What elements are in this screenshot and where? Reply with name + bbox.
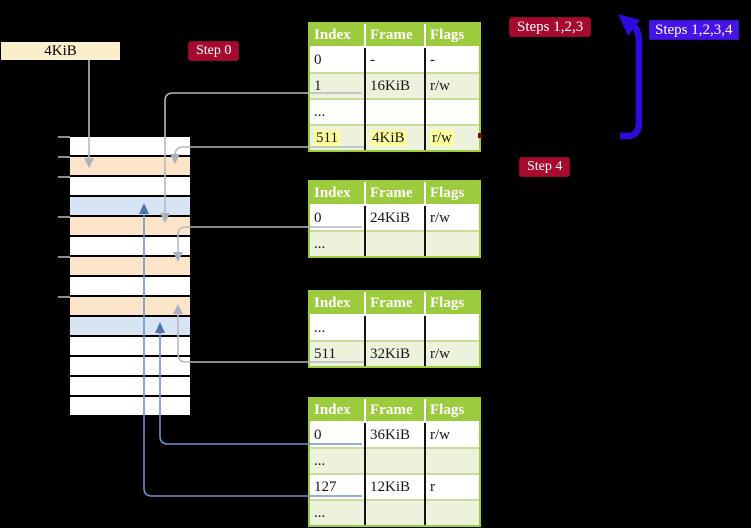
col-header-flags: Flags: [424, 399, 479, 423]
col-header-flags: Flags: [424, 182, 479, 206]
memory-row-7: [70, 257, 190, 277]
col-header-frame: Frame: [364, 182, 425, 206]
cell-flags: r/w: [424, 422, 479, 448]
cell-index: 511: [310, 340, 365, 366]
table-header-row: Index Frame Flags: [310, 24, 479, 48]
cell-index: ...: [310, 315, 365, 341]
tick-mark: [58, 296, 70, 298]
highlighted-value: 511: [314, 129, 340, 146]
memory-row-9: [70, 297, 190, 317]
memory-row-10: [70, 317, 190, 337]
memory-row-4: [70, 197, 190, 217]
cell-frame: [364, 499, 425, 525]
memory-row-13: [70, 377, 190, 397]
tick-mark: [58, 176, 70, 178]
cell-index: 0: [310, 422, 365, 448]
memory-row-8: [70, 277, 190, 297]
cell-flags: -: [424, 47, 479, 73]
col-header-frame: Frame: [364, 399, 425, 423]
cell-frame: [364, 230, 425, 256]
page-table-3: Index Frame Flags ... 511 32KiB r/w: [308, 290, 481, 368]
memory-row-2: [70, 157, 190, 177]
cell-frame: [364, 447, 425, 474]
table-2-row-0: 0 24KiB r/w: [310, 205, 479, 231]
table-header-row: Index Frame Flags: [310, 182, 479, 206]
table-1-row-1: 1 16KiB r/w: [310, 72, 479, 99]
cell-flags: [424, 230, 479, 256]
cell-flags: [424, 98, 479, 125]
memory-row-12: [70, 357, 190, 377]
cell-index: 0: [310, 47, 365, 73]
memory-row-11: [70, 337, 190, 357]
table-4-row-ellipsis-2: ...: [310, 499, 479, 525]
memory-strip: [70, 137, 190, 417]
step-4-badge: Step 4: [519, 157, 571, 177]
table-header-row: Index Frame Flags: [310, 399, 479, 423]
col-header-index: Index: [310, 182, 365, 206]
steps-123-badge: Steps 1,2,3: [509, 17, 592, 37]
cell-flags: r/w: [424, 205, 479, 231]
table-1-row-511: 511 4KiB r/w: [310, 124, 479, 150]
cell-index: 127: [310, 473, 365, 500]
col-header-frame: Frame: [364, 292, 425, 316]
col-header-flags: Flags: [424, 292, 479, 316]
table-3-row-511: 511 32KiB r/w: [310, 340, 479, 366]
steps-1234-badge: Steps 1,2,3,4: [649, 20, 739, 40]
loop-arrow: [620, 20, 643, 140]
memory-row-5: [70, 217, 190, 237]
table-2-row-ellipsis: ...: [310, 230, 479, 256]
page-table-1: Index Frame Flags 0 - - 1 16KiB r/w ...: [308, 22, 481, 152]
cell-index: 511: [310, 124, 365, 150]
cell-flags: r: [424, 473, 479, 500]
cell-flags: [424, 499, 479, 525]
table-header-row: Index Frame Flags: [310, 292, 479, 316]
table-1-row-0: 0 - -: [310, 47, 479, 73]
memory-row-1: [70, 137, 190, 157]
page-table-4: Index Frame Flags 0 36KiB r/w ... 127 12…: [308, 397, 481, 527]
cell-frame: [364, 98, 425, 125]
memory-row-14: [70, 397, 190, 417]
loop-arrowhead: [618, 14, 640, 36]
cell-frame: -: [364, 47, 425, 73]
table-4-row-0: 0 36KiB r/w: [310, 422, 479, 448]
cell-flags: r/w: [424, 124, 479, 150]
page-table-2: Index Frame Flags 0 24KiB r/w ...: [308, 180, 481, 258]
frame-size-label: 4KiB: [1, 42, 120, 60]
table-1-row-ellipsis: ...: [310, 98, 479, 125]
cell-flags: [424, 315, 479, 341]
col-header-index: Index: [310, 399, 365, 423]
col-header-index: Index: [310, 24, 365, 48]
tick-mark: [58, 136, 70, 138]
memory-row-6: [70, 237, 190, 257]
cell-frame: 4KiB: [364, 124, 425, 150]
cell-flags: [424, 447, 479, 474]
cell-index: ...: [310, 230, 365, 256]
cell-frame: [364, 315, 425, 341]
step-0-badge: Step 0: [188, 41, 240, 61]
cell-frame: 36KiB: [364, 422, 425, 448]
cell-index: 1: [310, 72, 365, 99]
cell-frame: 16KiB: [364, 72, 425, 99]
cell-index: ...: [310, 98, 365, 125]
cell-frame: 32KiB: [364, 340, 425, 366]
table-3-row-ellipsis: ...: [310, 315, 479, 341]
highlighted-value: r/w: [430, 129, 454, 146]
highlighted-value: 4KiB: [370, 129, 407, 146]
tick-mark: [58, 256, 70, 258]
cell-frame: 12KiB: [364, 473, 425, 500]
col-header-flags: Flags: [424, 24, 479, 48]
tick-mark: [58, 156, 70, 158]
memory-row-3: [70, 177, 190, 197]
table-4-row-ellipsis-1: ...: [310, 447, 479, 474]
cell-frame: 24KiB: [364, 205, 425, 231]
tick-mark: [58, 216, 70, 218]
cell-index: ...: [310, 447, 365, 474]
cell-index: ...: [310, 499, 365, 525]
cell-index: 0: [310, 205, 365, 231]
table-4-row-127: 127 12KiB r: [310, 473, 479, 500]
col-header-frame: Frame: [364, 24, 425, 48]
col-header-index: Index: [310, 292, 365, 316]
cell-flags: r/w: [424, 72, 479, 99]
cell-flags: r/w: [424, 340, 479, 366]
